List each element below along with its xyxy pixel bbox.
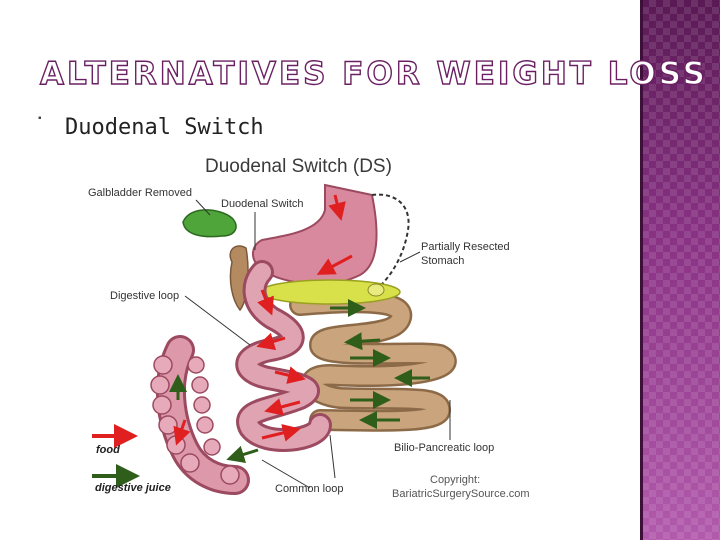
bilio-pancreatic-loop (289, 291, 457, 432)
label-common-loop: Common loop (275, 483, 344, 495)
juice-arrows (169, 299, 430, 464)
copyright-notice: Copyright: BariatricSurgerySource.com (392, 473, 530, 501)
label-stomach: Stomach (421, 255, 465, 267)
label-digestive-loop: Digestive loop (110, 290, 180, 302)
bullet-icon: ▪ (38, 113, 42, 124)
bullet-text: Duodenal Switch (65, 115, 264, 140)
digestive-loop (235, 260, 332, 452)
decorative-side-band (642, 0, 720, 540)
label-partially-resected: Partially Resected (421, 241, 510, 253)
food-arrows (173, 194, 353, 446)
common-loop-colon (150, 335, 250, 495)
legend-juice-label: digestive juice (95, 482, 171, 494)
slide-title: Alternatives for weight loss (39, 55, 708, 92)
copyright-label: Copyright: (430, 474, 481, 486)
pancreas (259, 279, 401, 305)
label-bilio-pancreatic-loop: Bilio-Pancreatic loop (394, 442, 495, 454)
label-gallbladder: Galbladder Removed (88, 187, 192, 199)
legend-food-label: food (96, 444, 120, 456)
copyright-source: BariatricSurgerySource.com (392, 488, 530, 500)
diagram-title: Duodenal Switch (DS) (205, 156, 392, 177)
label-leaders (184, 199, 451, 489)
label-duodenal-switch: Duodenal Switch (221, 198, 304, 210)
side-band-edge (640, 0, 643, 540)
duodenal-switch-illustration (92, 183, 457, 495)
gallbladder (182, 209, 237, 238)
